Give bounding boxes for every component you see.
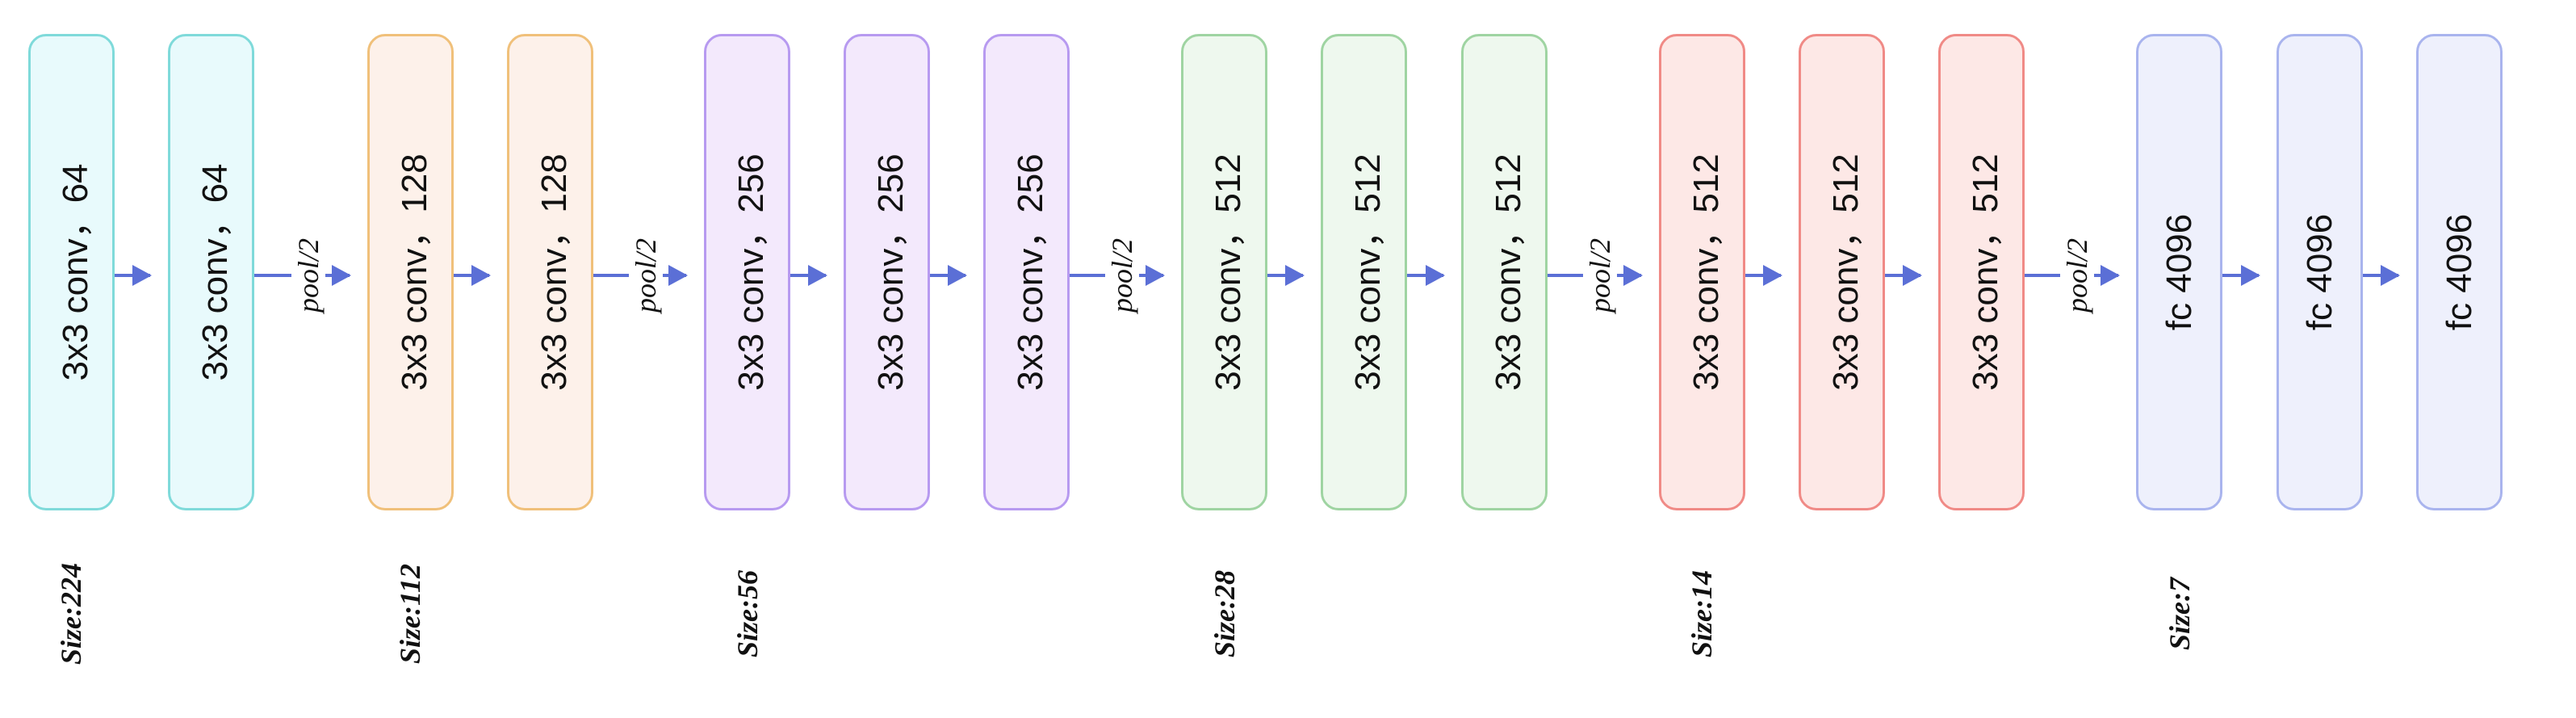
arrow-connector: [1745, 265, 1782, 286]
layer-box: 3x3 conv，256: [983, 34, 1070, 510]
layer-box: 3x3 conv，64: [28, 34, 115, 510]
layer-box: 3x3 conv，64: [168, 34, 254, 510]
layer-label: 3x3 conv，256: [870, 153, 911, 391]
layer-label: 3x3 conv，64: [55, 163, 95, 381]
layer-box: fc 4096: [2136, 34, 2222, 510]
size-label: Size:224: [55, 563, 87, 665]
size-label: Size:56: [731, 570, 764, 657]
pool-label: pool/2: [2060, 233, 2094, 318]
layer-box: 3x3 conv，512: [1461, 34, 1548, 510]
layer-box: fc 4096: [2416, 34, 2503, 510]
layer-label: 3x3 conv，128: [394, 153, 434, 391]
layer-label: 3x3 conv，256: [731, 153, 771, 391]
size-label: Size:7: [2163, 577, 2196, 650]
size-label: Size:14: [1686, 570, 1718, 657]
layer-label: 3x3 conv，512: [1488, 153, 1528, 391]
size-label: Size:112: [394, 563, 426, 665]
layer-label: 3x3 conv，512: [1208, 153, 1248, 391]
layer-label: fc 4096: [2159, 213, 2199, 331]
size-label: Size:28: [1208, 570, 1241, 657]
arrow-connector: [454, 265, 491, 286]
layer-label: 3x3 conv，256: [1010, 153, 1050, 391]
pool-label: pool/2: [629, 233, 663, 318]
layer-box: 3x3 conv，512: [1659, 34, 1745, 510]
arrow-connector: [930, 265, 967, 286]
layer-box: 3x3 conv，512: [1321, 34, 1407, 510]
arrow-connector: [1407, 265, 1445, 286]
arrow-connector: [2222, 265, 2260, 286]
layer-box: 3x3 conv，256: [844, 34, 930, 510]
layer-box: 3x3 conv，512: [1938, 34, 2025, 510]
layer-label: 3x3 conv，512: [1965, 153, 2005, 391]
layer-label: fc 4096: [2439, 213, 2479, 331]
layer-label: 3x3 conv，512: [1825, 153, 1866, 391]
layer-label: 3x3 conv，512: [1347, 153, 1388, 391]
arrow-connector: [1267, 265, 1305, 286]
arrow-connector: [790, 265, 827, 286]
layer-box: fc 4096: [2277, 34, 2363, 510]
layer-label: 3x3 conv，128: [534, 153, 574, 391]
arrow-connector: [115, 265, 152, 286]
layer-box: 3x3 conv，512: [1799, 34, 1885, 510]
arrow-connector: [2363, 265, 2400, 286]
layer-label: fc 4096: [2299, 213, 2339, 331]
layer-box: 3x3 conv，256: [704, 34, 790, 510]
layer-label: 3x3 conv，512: [1686, 153, 1726, 391]
layer-label: 3x3 conv，64: [195, 163, 235, 381]
pool-label: pool/2: [291, 233, 325, 318]
pool-label: pool/2: [1583, 233, 1617, 318]
layer-box: 3x3 conv，512: [1181, 34, 1267, 510]
layer-box: 3x3 conv，128: [367, 34, 454, 510]
pool-label: pool/2: [1105, 233, 1139, 318]
arrow-connector: [1885, 265, 1922, 286]
layer-box: 3x3 conv，128: [507, 34, 593, 510]
